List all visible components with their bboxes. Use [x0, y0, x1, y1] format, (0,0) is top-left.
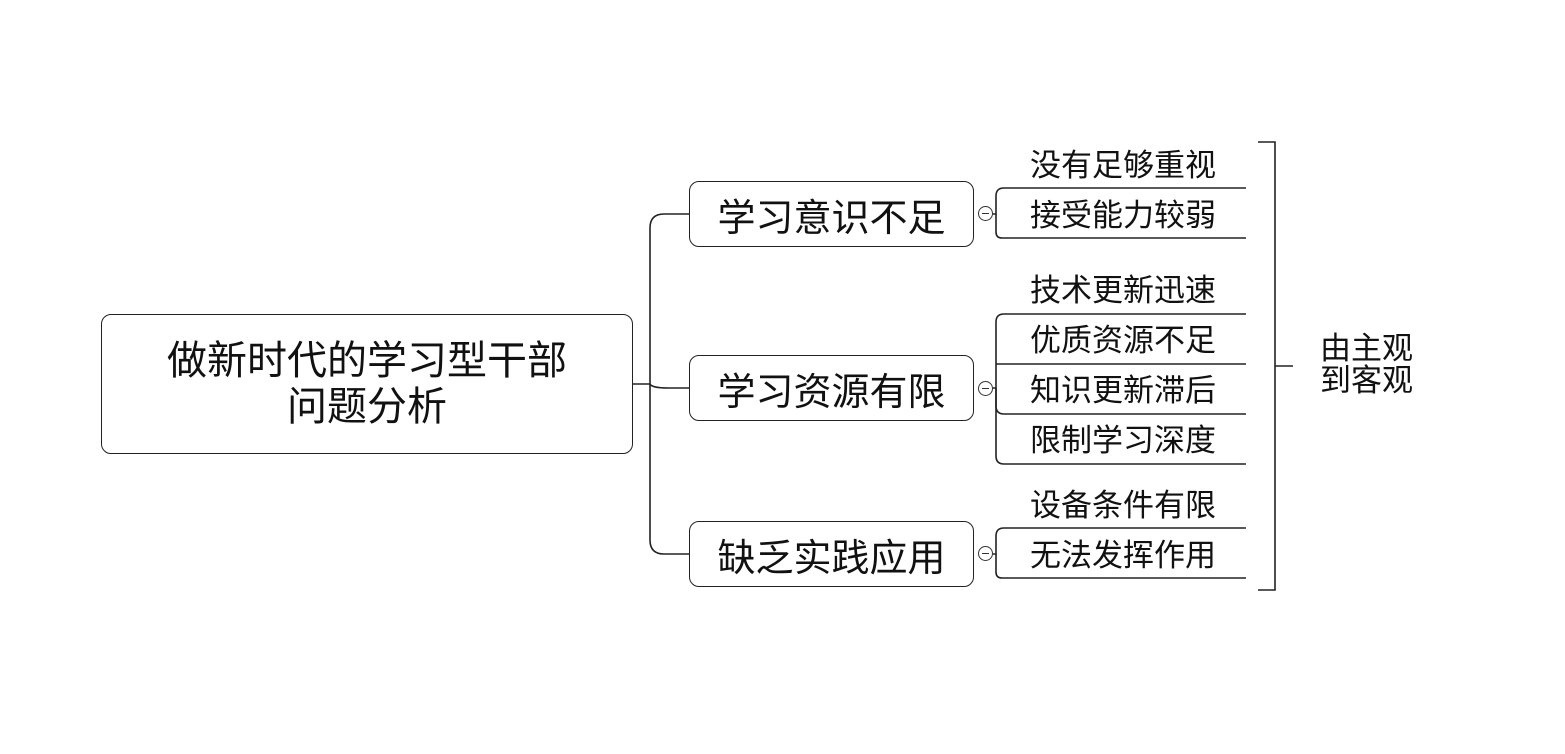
- summary-bracket: [1258, 141, 1276, 591]
- summary-line1: 由主观: [1320, 331, 1413, 367]
- summary-label[interactable]: 由主观 到客观: [1320, 333, 1413, 397]
- summary-line2: 到客观: [1320, 363, 1413, 399]
- branch-connector-1: [649, 213, 689, 384]
- leaf-node[interactable]: 设备条件有限: [1030, 488, 1216, 524]
- leaf-node[interactable]: 优质资源不足: [1030, 323, 1216, 359]
- root-node[interactable]: 做新时代的学习型干部 问题分析: [101, 314, 633, 454]
- branch-node-practice[interactable]: 缺乏实践应用: [689, 521, 974, 587]
- branch-connector-3: [649, 384, 689, 555]
- branch-node-resources[interactable]: 学习资源有限: [689, 355, 974, 421]
- collapse-toggle-icon[interactable]: [978, 206, 993, 221]
- collapse-toggle-icon[interactable]: [978, 381, 993, 396]
- branch-connector-2: [649, 383, 689, 389]
- leaf-bracket-2: [993, 313, 1246, 389]
- leaf-node[interactable]: 无法发挥作用: [1030, 538, 1216, 574]
- root-title-line1: 做新时代的学习型干部: [167, 338, 567, 384]
- leaf-node[interactable]: 没有足够重视: [1030, 148, 1216, 184]
- root-title-line2: 问题分析: [287, 384, 447, 430]
- leaf-node[interactable]: 知识更新滞后: [1030, 373, 1216, 409]
- collapse-toggle-icon[interactable]: [978, 546, 993, 561]
- leaf-bracket-3: [993, 527, 1246, 555]
- leaf-node[interactable]: 技术更新迅速: [1030, 273, 1216, 309]
- leaf-node[interactable]: 限制学习深度: [1030, 423, 1216, 459]
- leaf-bracket-1: [993, 187, 1246, 215]
- leaf-node[interactable]: 接受能力较弱: [1030, 198, 1216, 234]
- branch-node-awareness[interactable]: 学习意识不足: [689, 181, 974, 247]
